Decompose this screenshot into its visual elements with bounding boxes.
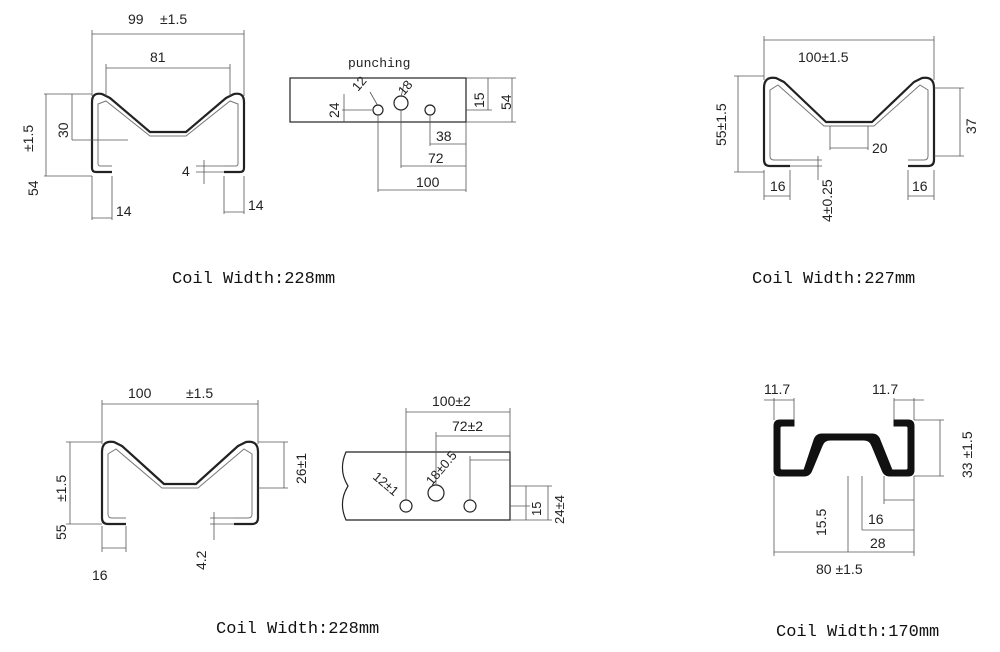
p2-lip-left: 16 (770, 178, 786, 194)
p2-overall-width: 100±1.5 (798, 49, 849, 65)
p2-bottom: 20 (872, 140, 888, 156)
p4-flange-left: 11.7 (764, 381, 790, 397)
p2-hole-large (427, 484, 445, 502)
punching-1-drawing: punching 12 18 24 15 54 38 72 100 (289, 56, 516, 192)
p4-flange-right: 11.7 (872, 381, 898, 397)
pu1-mid: 15 (471, 92, 487, 108)
p1-depth: 30 (55, 122, 71, 138)
p2-depth: 37 (963, 118, 979, 134)
pu2-height: 24±4 (552, 495, 567, 524)
p3-height: 55 (53, 524, 69, 540)
p4-overall-width: 80 ±1.5 (816, 561, 863, 577)
p1-inner-width: 81 (150, 49, 166, 65)
pu1-d38: 38 (436, 128, 452, 144)
p1-coil-width-caption: Coil Width:228mm (172, 270, 335, 289)
p3-coil-width-caption: Coil Width:228mm (216, 620, 379, 639)
p1-lip-right: 14 (248, 197, 264, 213)
p4-coil-width-caption: Coil Width:170mm (776, 623, 939, 642)
pu1-height: 54 (498, 94, 514, 110)
p2-hole-small-right (463, 499, 477, 513)
p3-depth: 26±1 (293, 453, 309, 484)
p2-height: 55±1.5 (713, 103, 729, 146)
p4-inner: 16 (868, 511, 884, 527)
p1-hole-small-left (372, 104, 384, 116)
punching-title: punching (348, 56, 410, 71)
p3-thickness: 4.2 (193, 550, 209, 570)
profile-4-drawing: 11.7 11.7 33 ±1.5 15.5 16 28 80 ±1.5 Coi… (764, 381, 975, 642)
p2-lip-right: 16 (912, 178, 928, 194)
pu2-d72: 72±2 (452, 418, 483, 434)
p1-height: 54 (25, 180, 41, 196)
p4-center: 15.5 (813, 509, 829, 536)
pu1-edge: 24 (326, 102, 342, 118)
profile-1-drawing: 99 ±1.5 81 ±1.5 54 30 14 14 4 Coil Width… (20, 11, 335, 289)
p1-height-tolerance: ±1.5 (20, 125, 36, 152)
p1-overall-tolerance: ±1.5 (160, 11, 187, 27)
pu2-mid: 15 (529, 502, 544, 516)
p1-thickness: 4 (182, 163, 190, 179)
pu2-d100: 100±2 (432, 393, 471, 409)
profile-2-drawing: 100±1.5 55±1.5 37 20 16 16 4±0.25 Coil W… (713, 36, 979, 289)
pu1-d100: 100 (416, 174, 440, 190)
p2-thickness: 4±0.25 (819, 179, 835, 222)
profile-3-drawing: 100 ±1.5 ±1.5 55 26±1 16 4.2 Coil Width:… (53, 385, 379, 639)
p3-lip: 16 (92, 567, 108, 583)
p3-overall-width: 100 (128, 385, 152, 401)
punching-2-drawing: 100±2 72±2 12±1 18±0.5 15 24±4 (341, 393, 567, 524)
pu1-d72: 72 (428, 150, 444, 166)
p3-overall-tolerance: ±1.5 (186, 385, 213, 401)
p2-coil-width-caption: Coil Width:227mm (752, 270, 915, 289)
p3-height-tolerance: ±1.5 (53, 475, 69, 502)
p1-overall-width: 99 (128, 11, 144, 27)
p4-height: 33 ±1.5 (959, 431, 975, 478)
p2-hole-small-left (399, 499, 413, 513)
p4-bottom: 28 (870, 535, 886, 551)
p1-hole-small-right (424, 104, 436, 116)
p1-lip-left: 14 (116, 203, 132, 219)
